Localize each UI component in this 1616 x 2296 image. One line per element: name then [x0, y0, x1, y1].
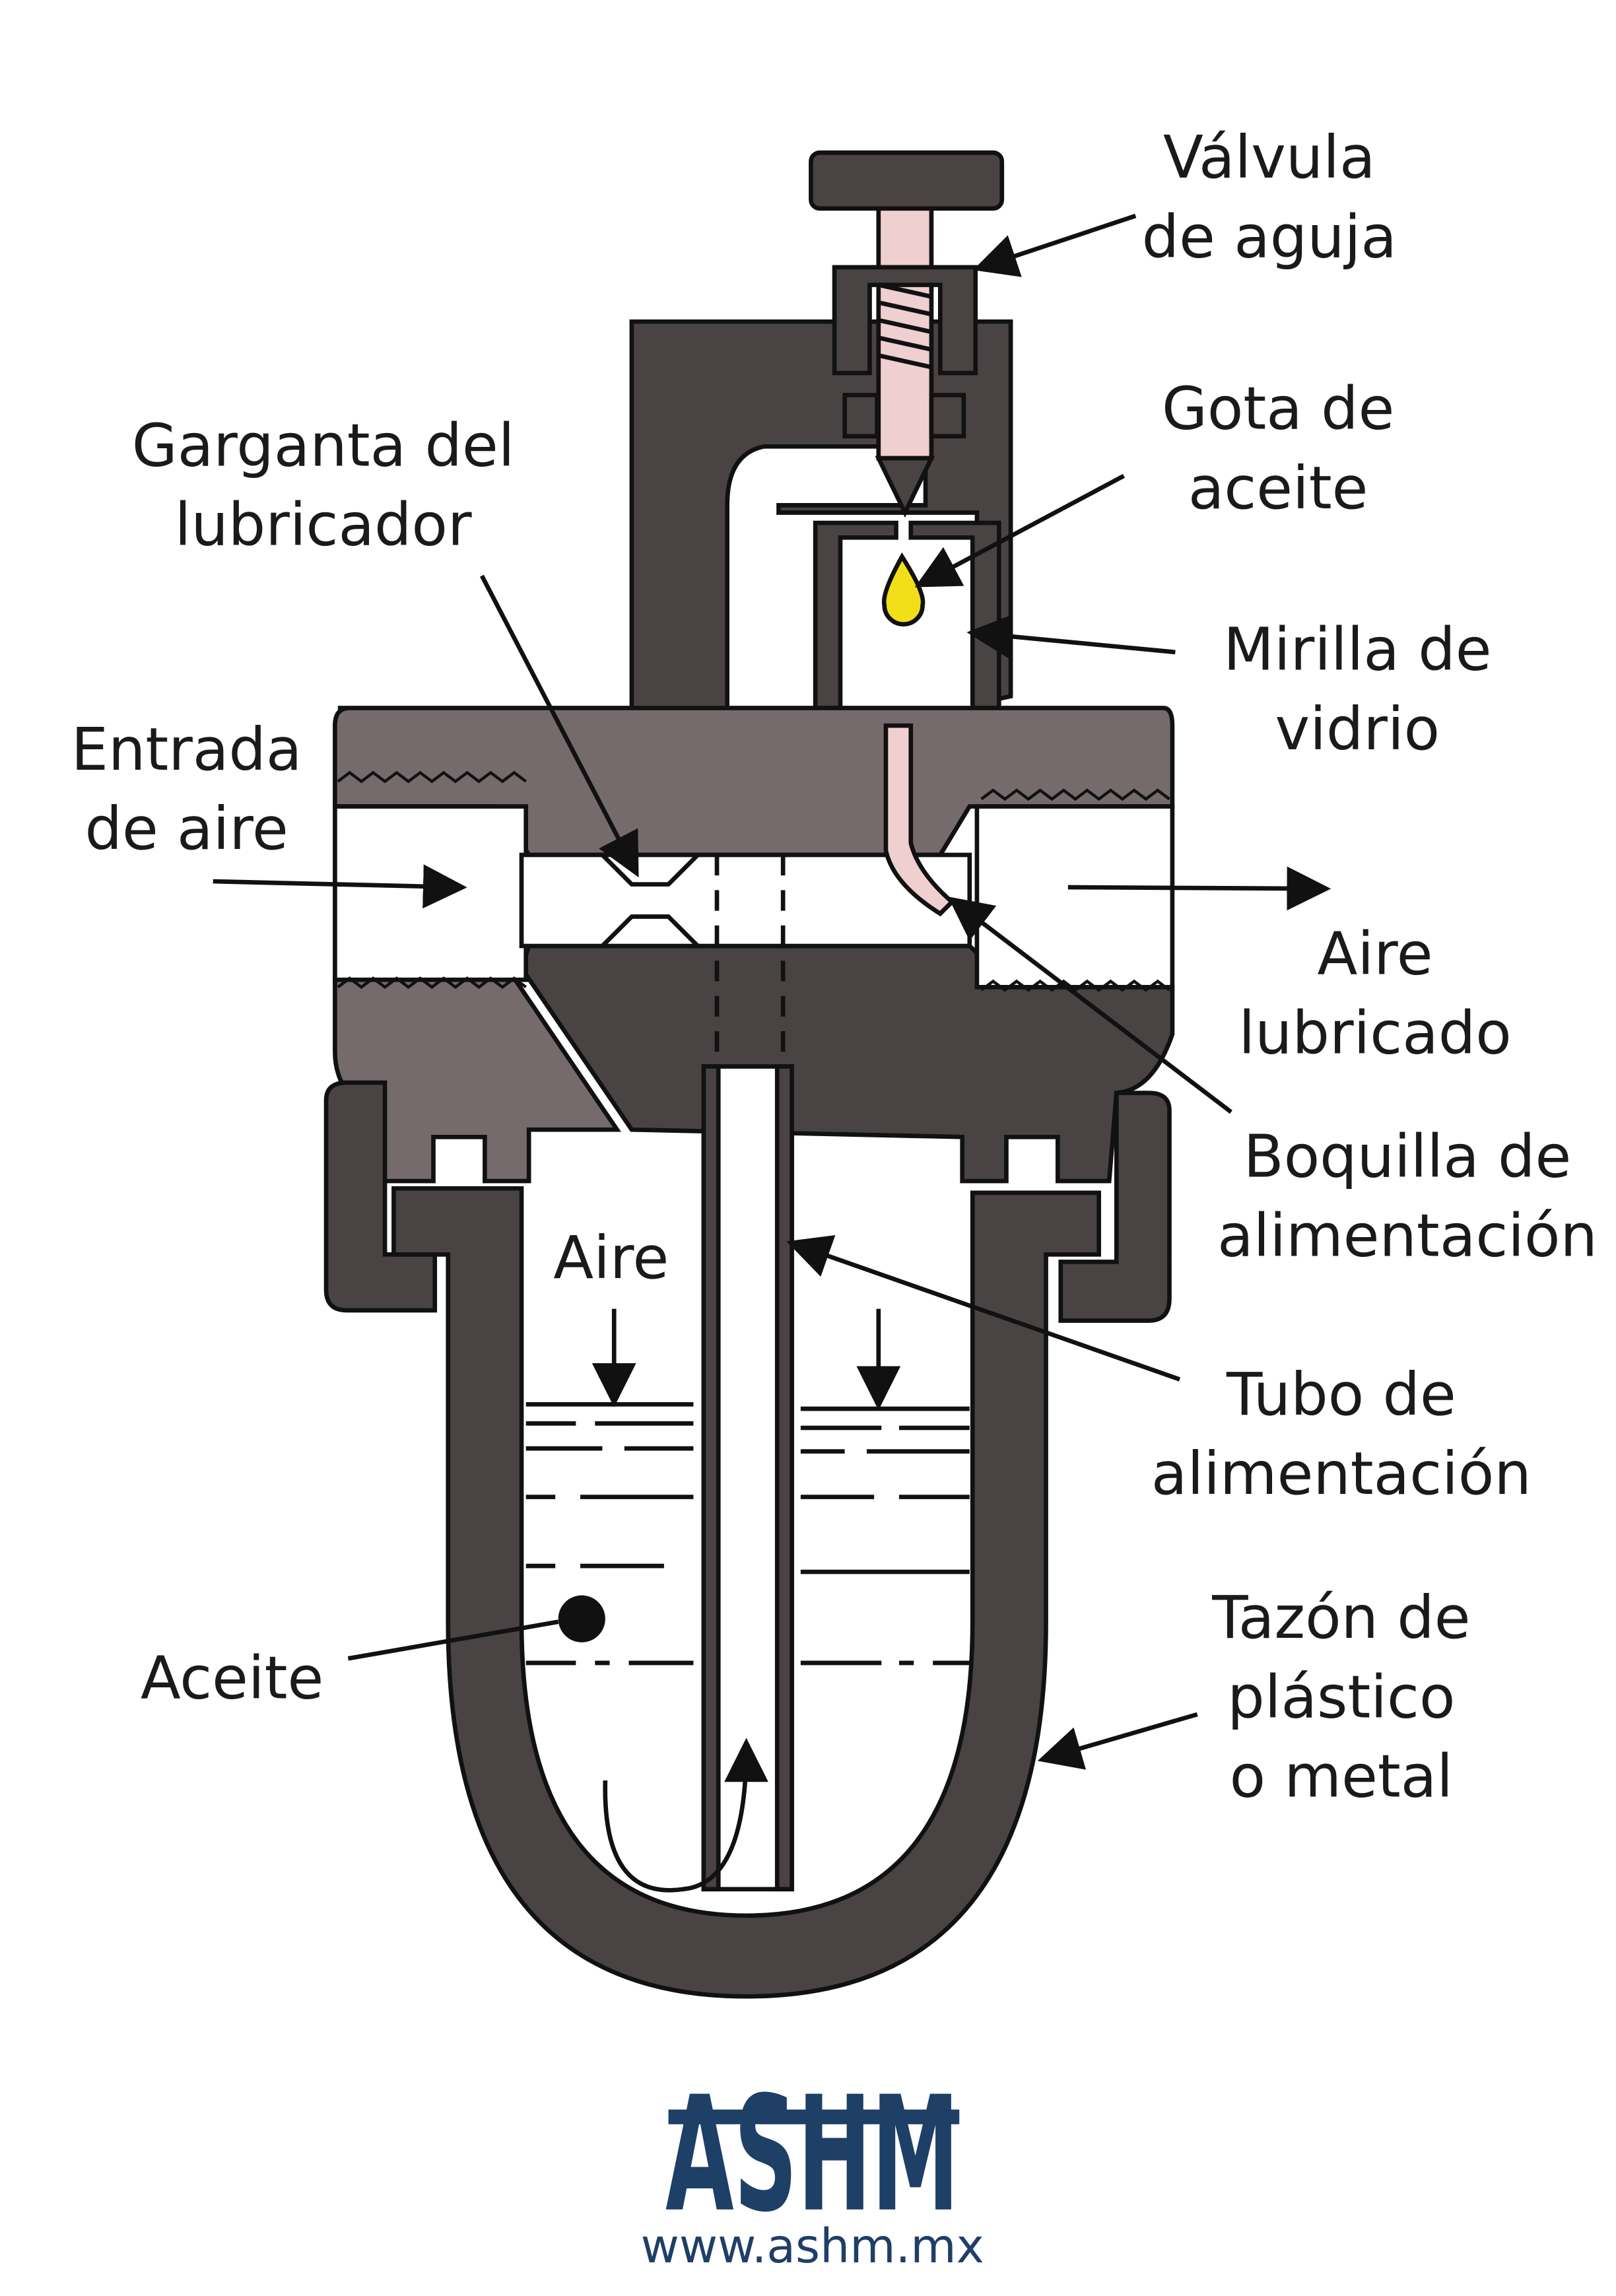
needle-valve-locknut-left	[842, 393, 879, 439]
needle-valve-locknut-right	[929, 393, 966, 439]
leader-valvula	[972, 213, 1137, 277]
label-tubo-line1: Tubo de	[1226, 1360, 1456, 1429]
oil-indicator-dot	[558, 1595, 605, 1642]
label-aire-lubricado-line1: Aire	[1318, 919, 1433, 988]
outlet-threads	[980, 788, 1170, 992]
needle-valve-handle	[809, 150, 1005, 211]
label-entrada-line1: Entrada	[71, 715, 302, 784]
label-mirilla-line2: vidrio	[1275, 694, 1440, 763]
labels: Válvula de aguja Gota de aceite Garganta…	[71, 123, 1598, 1810]
label-tazon-line1: Tazón de	[1211, 1583, 1470, 1652]
label-aire: Aire	[553, 1223, 669, 1292]
oil-drop	[881, 552, 926, 626]
label-tazon-line3: o metal	[1230, 1742, 1453, 1811]
feed-nozzle-tube	[883, 723, 955, 917]
oil-flow-arrow	[603, 1738, 768, 1893]
label-aceite: Aceite	[141, 1643, 323, 1712]
leader-tazon	[1037, 1712, 1198, 1770]
label-entrada-line2: de aire	[85, 794, 288, 863]
bowl	[391, 1186, 1101, 1999]
air-inlet-passage	[333, 804, 529, 982]
air-outlet-passage	[974, 804, 1175, 990]
leader-garganta	[479, 574, 639, 878]
needle-valve-nut	[832, 265, 978, 376]
leader-mirilla	[966, 614, 1176, 659]
label-boquilla-line1: Boquilla de	[1244, 1122, 1572, 1190]
label-gota-line1: Gota de	[1162, 374, 1394, 443]
needle-valve-stem	[876, 206, 934, 461]
needle-tip	[875, 456, 935, 518]
label-mirilla-line1: Mirilla de	[1223, 615, 1491, 684]
leader-entrada	[213, 864, 467, 909]
ashm-logo: ASHM www.ashm.mx	[641, 2062, 984, 2274]
logo-name: ASHM	[665, 2062, 959, 2247]
leader-boquilla	[947, 896, 1232, 1114]
logo-url: www.ashm.mx	[641, 2219, 984, 2274]
feed-tube-wall-left	[701, 1064, 721, 1892]
needle-valve-threads	[878, 283, 932, 370]
logo-bar	[668, 2109, 960, 2124]
label-garganta-line2: lubricador	[175, 490, 472, 558]
label-garganta-line1: Garganta del	[132, 411, 515, 479]
leader-aceite	[347, 1619, 559, 1661]
label-gota-line2: aceite	[1188, 454, 1368, 522]
main-body-lower-center	[519, 943, 1175, 1184]
label-aire-lubricado-line2: lubricado	[1238, 998, 1511, 1067]
leader-aire-lubricado	[1067, 866, 1331, 911]
label-valvula-line1: Válvula	[1163, 123, 1376, 191]
feed-tube-dashed	[714, 855, 786, 1071]
label-tubo-line2: alimentación	[1151, 1439, 1532, 1508]
feed-tube-wall-right	[774, 1064, 794, 1892]
label-tazon-line2: plástico	[1227, 1662, 1455, 1731]
label-valvula-line2: de aguja	[1142, 202, 1397, 271]
label-boquilla-line2: alimentación	[1217, 1201, 1598, 1270]
inlet-threads	[337, 770, 527, 990]
leader-gota	[914, 473, 1126, 588]
leader-lines	[213, 213, 1331, 1770]
bowl-collar-right	[1058, 1091, 1172, 1323]
leader-tubo	[786, 1234, 1181, 1382]
